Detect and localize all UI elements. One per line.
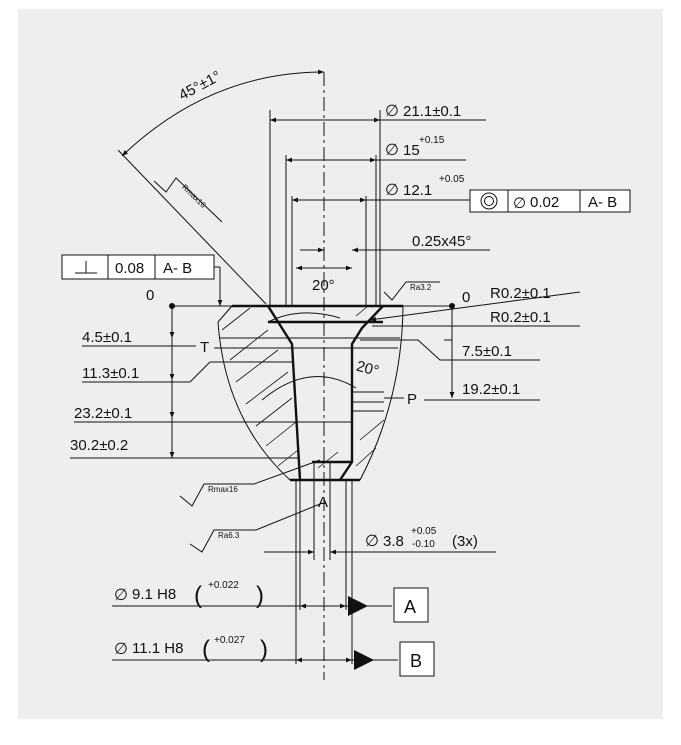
diameter-9-1-tol: +0.022 <box>208 580 239 591</box>
angle-20-mid-label: 20° <box>354 358 380 380</box>
dim-30-2-label: 30.2±0.2 <box>70 437 128 454</box>
datum-b-label: B <box>410 651 422 671</box>
ra32-label: Ra3.2 <box>410 283 432 292</box>
dim-4-5-label: 4.5±0.1 <box>82 329 132 346</box>
diameter-3-8-tol-up: +0.05 <box>411 526 437 537</box>
datum-a-box <box>393 587 429 623</box>
perpendicular-datum: A- B <box>163 260 192 277</box>
diameter-12-tolerance: +0.05 <box>439 174 465 185</box>
dim-11-3-label: 11.3±0.1 <box>82 365 139 382</box>
diameter-3-8-symbol: ∅ <box>365 533 379 550</box>
d111-paren-close: ) <box>260 636 268 663</box>
rmax16-low-label: Rmax16 <box>208 485 238 494</box>
datum-a-triangle-icon <box>348 596 368 616</box>
label-A: A <box>318 494 328 511</box>
dim-7-5-label: 7.5±0.1 <box>462 343 512 360</box>
d91-paren-open: ( <box>194 582 202 609</box>
diameter-3-8-tol-low: -0.10 <box>412 539 435 550</box>
part-body <box>216 304 404 482</box>
diameter-9-1-symbol: ∅ <box>114 587 128 604</box>
label-T: T <box>200 339 209 356</box>
angle-20-top-label: 20° <box>312 277 335 294</box>
datum-a-label: A <box>404 597 416 617</box>
diameter-11-1-tol: +0.027 <box>214 635 245 646</box>
d111-paren-open: ( <box>202 636 210 663</box>
chamfer-label: 0.25x45° <box>412 233 471 250</box>
ra63-label: Ra6.3 <box>218 531 240 540</box>
diameter-15-symbol: ∅ <box>385 142 399 159</box>
concentric-outer-icon <box>480 192 498 210</box>
diameter-21-value: 21.1±0.1 <box>403 103 461 120</box>
right-dimensions: 7.5±0.1 P 19.2±0.1 20° <box>354 306 540 408</box>
d91-paren-close: ) <box>256 582 264 609</box>
diameter-11-1-symbol: ∅ <box>114 641 128 658</box>
left-dimensions: 4.5±0.1 T 11.3±0.1 23.2±0.1 30.2±0.2 <box>70 306 352 459</box>
diameter-9-1-dimension: ∅ 9.1 H8 ( +0.022 ) A <box>112 480 429 623</box>
concentric-value: 0.02 <box>530 194 559 211</box>
radius-2-label: R0.2±0.1 <box>490 309 551 326</box>
concentricity-control-frame: ∅ 0.02 A- B <box>469 189 631 213</box>
concentric-diameter-icon: ∅ <box>513 195 526 212</box>
diameter-dimensions-top: ∅ 21.1±0.1 ∅ 15 +0.15 ∅ 12.1 +0.05 0.25x… <box>269 103 490 306</box>
diameter-3-8-count: (3x) <box>452 533 478 550</box>
zero-right-label: 0 <box>462 289 470 306</box>
diameter-21-symbol: ∅ <box>385 103 399 120</box>
diameter-15-tolerance: +0.15 <box>419 135 445 146</box>
diameter-11-1-dimension: ∅ 11.1 H8 ( +0.027 ) B <box>112 480 435 677</box>
perpendicular-value: 0.08 <box>115 260 144 277</box>
diameter-9-1-value: 9.1 H8 <box>132 586 176 603</box>
angle-45-label: 45°±1° <box>176 68 224 104</box>
dim-23-2-label: 23.2±0.1 <box>74 405 132 422</box>
label-P: P <box>407 391 417 408</box>
diameter-15-value: 15 <box>403 142 420 159</box>
rmax16-top-label: Rmax16 <box>180 183 208 211</box>
diameter-3-8-value: 3.8 <box>383 533 404 550</box>
diameter-3-8-dimension: ∅ 3.8 +0.05 -0.10 (3x) <box>264 462 496 560</box>
angle-45-dimension: 45°±1° <box>117 68 325 305</box>
concentric-datum: A- B <box>588 194 617 211</box>
diameter-12-symbol: ∅ <box>385 182 399 199</box>
surface-symbols-lower: Rmax16 Ra6.3 A <box>179 459 328 553</box>
radius-1-label: R0.2±0.1 <box>490 285 551 302</box>
diameter-11-1-value: 11.1 H8 <box>132 640 183 657</box>
perpendicularity-control-frame: 0.08 A- B <box>61 254 223 306</box>
radius-leaders: R0.2±0.1 R0.2±0.1 Ra3.2 <box>369 281 581 327</box>
datum-b-triangle-icon <box>354 650 374 670</box>
datum-b-box <box>399 641 435 677</box>
dim-19-2-label: 19.2±0.1 <box>462 381 520 398</box>
zero-left-label: 0 <box>146 287 154 304</box>
concentric-inner-icon <box>484 196 494 206</box>
surface-rmax16-top: Rmax16 <box>153 177 223 223</box>
diameter-12-value: 12.1 <box>403 182 432 199</box>
